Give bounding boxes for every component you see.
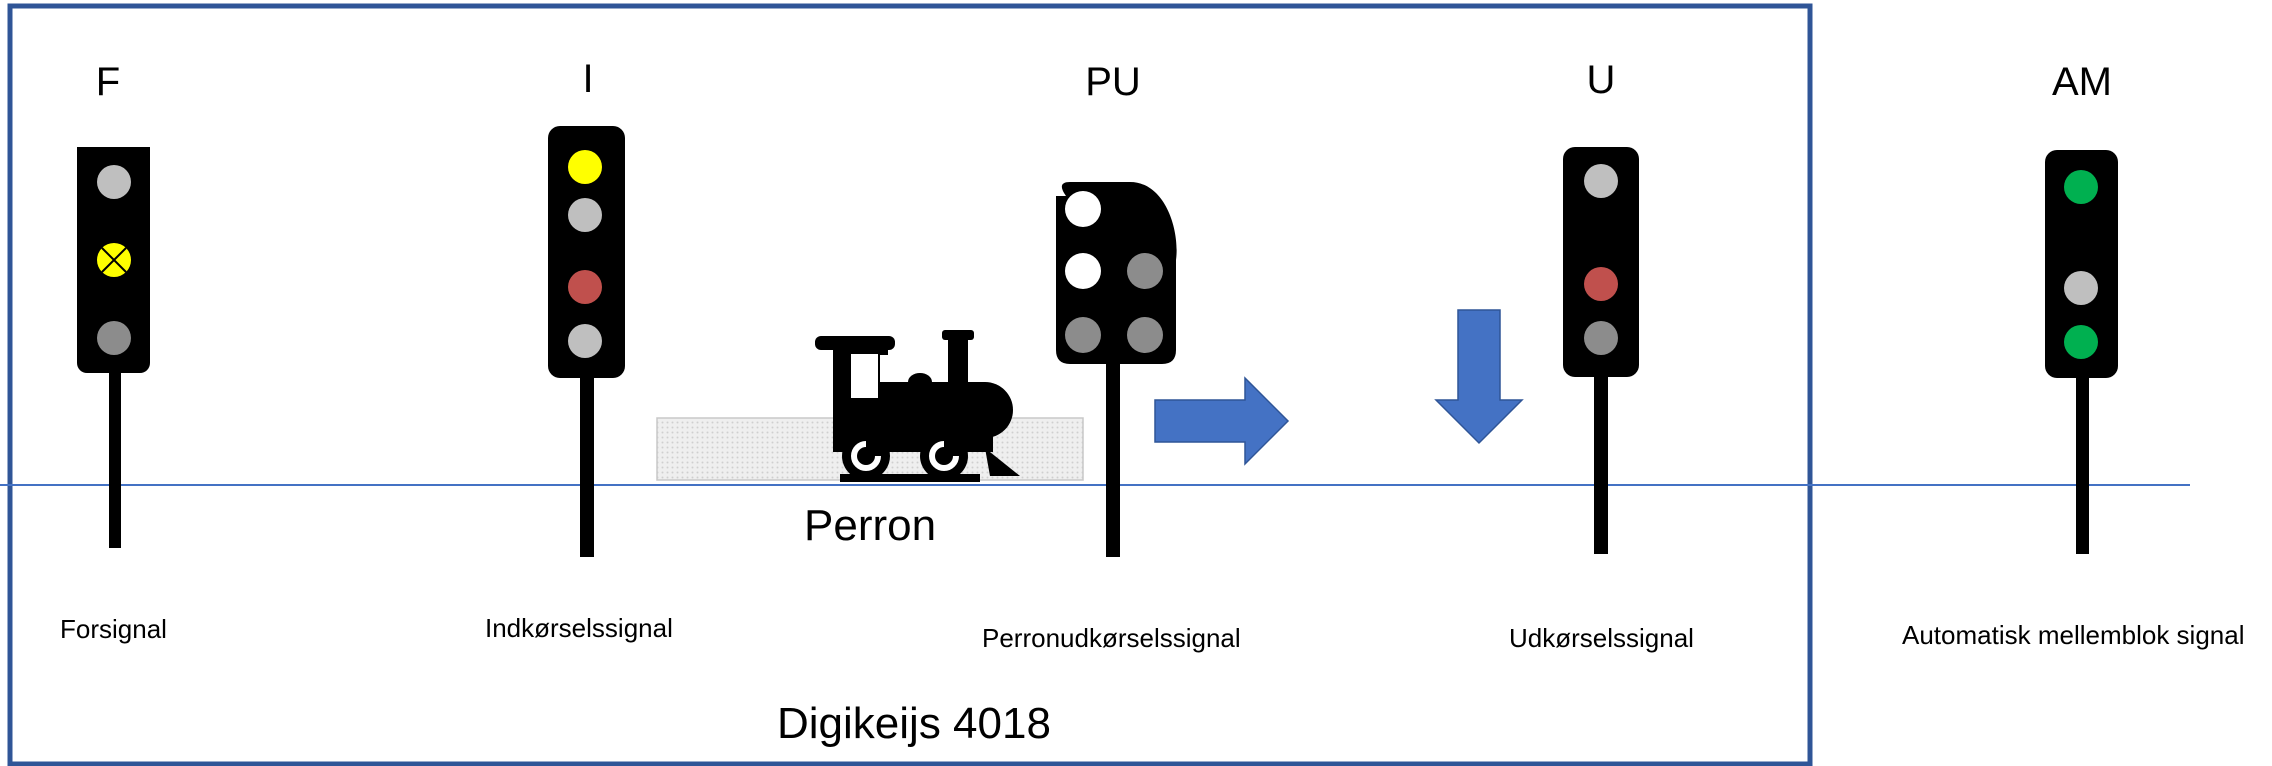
signal-name-automatisk-mellemblok: Automatisk mellemblok signal [1902,620,2244,650]
signal-lamp-green [2064,325,2098,359]
signal-udkorselssignal [1563,147,1639,554]
signal-lamp-yellow [568,150,602,184]
signal-body [548,126,625,378]
signal-name-udkorselssignal: Udkørselssignal [1509,623,1694,653]
signal-pole [109,372,121,548]
signal-code-u: U [1587,58,1616,102]
signal-code-am: AM [2052,60,2112,104]
signal-name-forsignal: Forsignal [60,614,167,644]
signal-lamp-grey [1584,164,1618,198]
signal-lamp-dark-grey [97,321,131,355]
signal-code-i: I [582,57,593,101]
signal-forsignal [77,147,150,548]
signal-lamp-grey [97,165,131,199]
signal-body [1563,147,1639,377]
signal-name-perronudkorselssignal: Perronudkørselssignal [982,623,1241,653]
signal-lamp-green [2064,170,2098,204]
signal-code-f: F [96,60,120,104]
station-frame [7,3,1813,766]
cross-mark-icon [101,247,127,273]
perron-label: Perron [804,501,936,550]
signal-pole [580,372,594,557]
signal-lamp-red [1584,267,1618,301]
signal-lamp-grey [568,324,602,358]
diagram-caption: Digikeijs 4018 [777,699,1051,748]
signal-indkorselssignal [548,126,625,557]
signal-lamp-dark-grey [1127,253,1163,289]
signal-body [2045,150,2118,378]
signal-lamp-dark-grey [1127,317,1163,353]
signal-lamp-grey [2064,271,2098,305]
signal-name-indkorselssignal: Indkørselssignal [485,613,673,643]
signal-lamp-grey [568,198,602,232]
signal-pole [1594,372,1608,554]
locomotive-wheel-hubs [851,441,959,471]
signal-perronudkorselssignal [1056,182,1177,557]
down-arrow-icon [1434,309,1524,445]
signal-automatisk-mellemblok [2045,150,2118,554]
signal-pole [2076,372,2089,554]
signal-lamp-white [1065,253,1101,289]
signal-lamp-dark-grey [1584,321,1618,355]
signal-code-pu: PU [1085,60,1141,104]
right-arrow-icon [1154,376,1290,466]
signal-pole [1106,358,1120,557]
signal-lamp-dark-grey [1065,317,1101,353]
signal-lamp-white [1065,191,1101,227]
signal-lamp-red [568,270,602,304]
